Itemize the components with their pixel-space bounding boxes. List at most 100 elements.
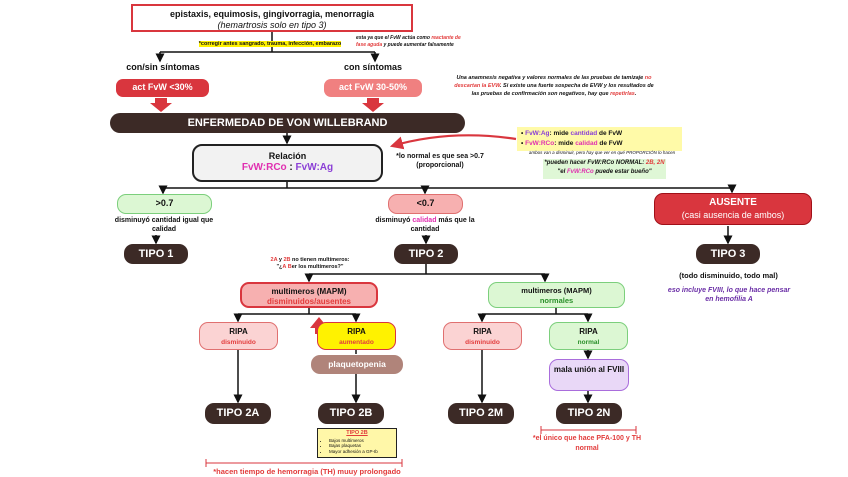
legend-ag-text: : mide — [549, 130, 571, 137]
plaquetopenia-box: plaquetopenia — [311, 355, 403, 374]
relacion-ratio: FvW:RCo : FvW:Ag — [194, 162, 381, 174]
legend-rco: • FvW:RCo: mide calidad de FvW — [521, 140, 623, 147]
desc2-b: calidad — [412, 217, 437, 224]
ausente-title: AUSENTE — [709, 197, 757, 208]
legend-rco-end: de FvW — [597, 140, 623, 147]
mapm2-sub: normales — [539, 296, 574, 305]
tipo2m-box: TIPO 2M — [448, 403, 514, 424]
legend-rco-label: FvW:RCo — [525, 140, 555, 147]
green-c: "el — [557, 169, 567, 175]
list-item: Bajos multímeros — [329, 438, 393, 444]
reactante-note: esta ya que el FvW actúa como reactante … — [356, 35, 466, 49]
normal-note: *lo normal es que sea >0.7 (proporcional… — [396, 153, 484, 169]
mala-union-box: mala unión al FVIII — [549, 359, 629, 391]
desc2-c: más que la cantidad — [410, 217, 475, 233]
mult-d: no tienen multímeros: — [290, 257, 350, 263]
symptoms-box: epistaxis, equimosis, gingivorragia, men… — [131, 4, 413, 32]
tipo2a-box: TIPO 2A — [205, 403, 271, 424]
relacion-num: FvW:RCo — [241, 162, 287, 173]
list-item: Bajas plaquetas — [329, 443, 393, 449]
legend-rco-word: calidad — [575, 140, 598, 147]
mult-h: er los multímeros?" — [291, 264, 344, 270]
legend-ag: • FvW:Ag: mide cantidad de FvW — [521, 130, 623, 137]
branch-label-sin: con/sin síntomas — [126, 62, 200, 72]
relacion-box: Relación FvW:RCo : FvW:Ag — [192, 144, 383, 182]
ripa-normal-box: RIPA normal — [549, 322, 628, 350]
tipo2-box: TIPO 2 — [394, 244, 458, 264]
legend-small-note: ambos van a disminuir, pero hay que ver … — [528, 150, 676, 155]
anamnesis-a: Una anamnesis negativa y valores normale… — [456, 75, 645, 81]
tipo2-description: disminuyó calidad más que la cantidad — [370, 216, 480, 234]
ripa-d-title: RIPA — [579, 327, 598, 336]
hemartrosis-text: (hemartrosis solo en tipo 3) — [217, 20, 327, 30]
tipo3-note: (todo disminuido, todo mal) — [679, 271, 778, 280]
ripa-aumentado-box: RIPA aumentado — [317, 322, 396, 350]
ausente-box: AUSENTE (casi ausencia de ambos) — [654, 193, 812, 225]
mult-f: A — [282, 264, 287, 270]
mult-c: 2B — [283, 257, 291, 263]
mapm-reduced-box: multimeros (MAPM) disminuidos/ausentes — [240, 282, 378, 308]
tipo1-description: disminuyó cantidad igual que calidad — [114, 217, 214, 233]
multimer-note: 2A y 2B no tienen multímeros: "¿A Ber lo… — [255, 257, 365, 271]
reactante-note-a: esta ya que el FvW actúa como — [356, 35, 432, 41]
relacion-title: Relación — [268, 151, 307, 161]
tipo3-box: TIPO 3 — [696, 244, 760, 264]
act-mid-box: act FvW 30-50% — [324, 79, 422, 97]
anamnesis-c: . Si existe una fuerte sospecha de EVW y… — [471, 83, 654, 97]
legend-ag-word: cantidad — [570, 130, 598, 137]
correct-note-text: *corregir antes sangrado, trauma, infecc… — [198, 41, 342, 47]
mult-e: "¿ — [276, 264, 283, 270]
green-e: puede estar bueño" — [593, 169, 652, 175]
green-d: FvW:RCo — [566, 169, 594, 175]
tipo2b-detail-box: TIPO 2B Bajos multímeros Bajas plaquetas… — [317, 428, 397, 458]
relacion-den: FvW:Ag — [295, 162, 334, 173]
green-b: 2B, 2N — [645, 160, 665, 166]
symptoms-text: epistaxis, equimosis, gingivorragia, men… — [169, 9, 375, 19]
tipo1-box: TIPO 1 — [124, 244, 188, 264]
tipo2b-detail-list: Bajos multímeros Bajas plaquetas Mayor a… — [329, 438, 393, 455]
tipo2b-detail-title: TIPO 2B — [346, 430, 368, 436]
mapm1-sub: disminuidos/ausentes — [266, 297, 352, 306]
ripa-b-sub: aumentado — [339, 339, 374, 346]
legend-ag-label: FvW:Ag — [525, 130, 550, 137]
tipo2n-box: TIPO 2N — [556, 403, 622, 424]
act-low-box: act FvW <30% — [116, 79, 209, 97]
reactante-note-b: reactante de fase aguda — [356, 35, 461, 48]
pfa-note: *el único que hace PFA-100 y TH normal — [532, 435, 642, 452]
mult-g: B — [286, 264, 292, 270]
legend-rco-text: : mide — [554, 140, 576, 147]
ratio-lt-box: <0.7 — [388, 194, 463, 214]
ripa-c-title: RIPA — [473, 327, 492, 336]
tipo2b-box: TIPO 2B — [318, 403, 384, 424]
anamnesis-b: no descartan la EVW — [454, 75, 652, 89]
ripa-b-title: RIPA — [347, 327, 366, 336]
anamnesis-d: repetirlas — [610, 91, 635, 97]
rco-normal-note: *pueden hacer FvW:RCo NORMAL: 2B, 2N "el… — [543, 159, 666, 179]
ripa-a-title: RIPA — [229, 327, 248, 336]
mapm-normal-box: multimeros (MAPM) normales — [488, 282, 625, 308]
th-note: *hacen tiempo de hemorragia (TH) muuy pr… — [213, 467, 401, 476]
correct-note: *corregir antes sangrado, trauma, infecc… — [186, 39, 354, 50]
relacion-sep: : — [286, 162, 296, 173]
legend-ag-end: de FvW — [597, 130, 623, 137]
mult-b: y — [277, 257, 284, 263]
evw-banner: ENFERMEDAD DE VON WILLEBRAND — [110, 113, 465, 133]
ratio-gt-box: >0.7 — [117, 194, 212, 214]
mult-a: 2A — [270, 257, 278, 263]
ripa-disminuido-m-box: RIPA disminuido — [443, 322, 522, 350]
anamnesis-e: . — [634, 91, 637, 97]
ripa-c-sub: disminuido — [465, 339, 500, 346]
legend-box: • FvW:Ag: mide cantidad de FvW • FvW:RCo… — [517, 127, 682, 151]
mapm2-title: multimeros (MAPM) — [521, 286, 592, 295]
green-a: *pueden hacer FvW:RCo NORMAL: — [544, 160, 646, 166]
ripa-disminuido-a-box: RIPA disminuido — [199, 322, 278, 350]
desc2-a: disminuyó — [375, 217, 413, 224]
ripa-a-sub: disminuido — [221, 339, 256, 346]
branch-label-con: con síntomas — [343, 62, 402, 72]
reactante-note-c: y puede aumentar falsamente — [382, 42, 454, 48]
anamnesis-note: Una anamnesis negativa y valores normale… — [454, 74, 654, 98]
list-item: Mayor adhesión a GP-Ib — [329, 449, 393, 455]
mapm1-title: multimeros (MAPM) — [271, 287, 347, 296]
ripa-d-sub: normal — [577, 339, 600, 346]
